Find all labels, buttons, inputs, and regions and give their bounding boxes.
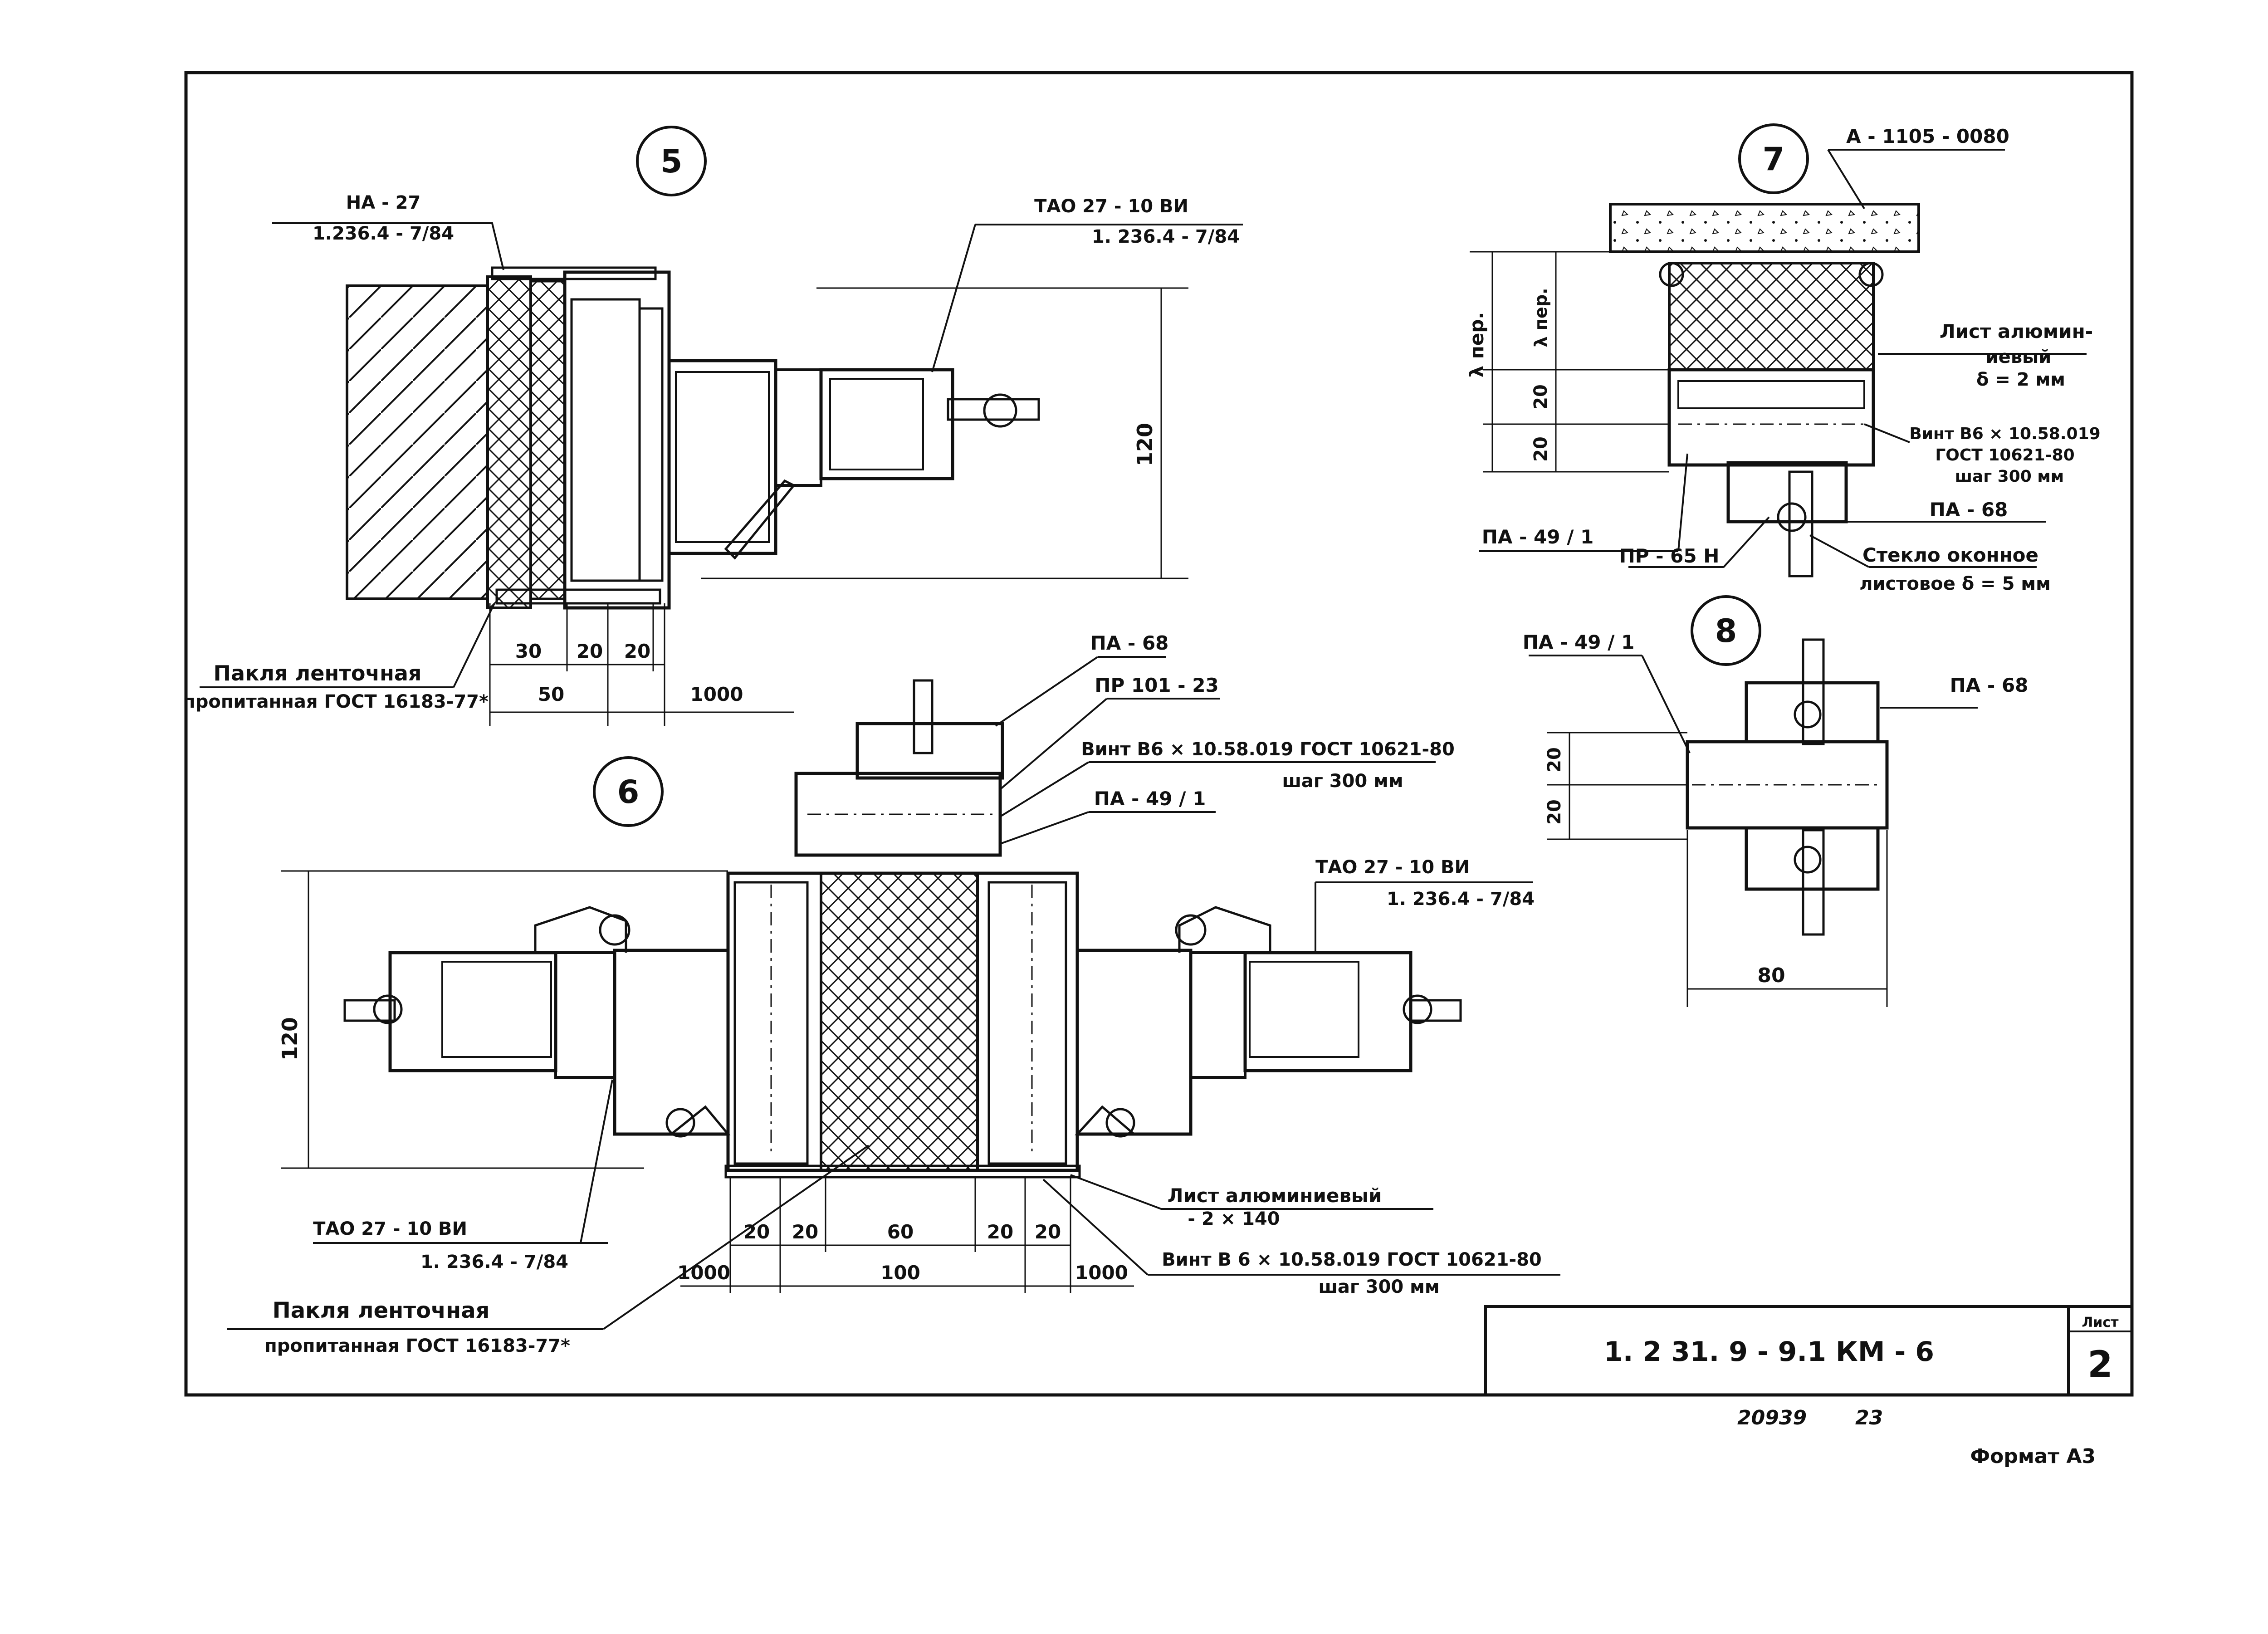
label-pakla-6-1: Пакля ленточная (273, 1298, 490, 1323)
dim-5-20a: 20 (577, 640, 603, 662)
insulation-strip (486, 275, 532, 609)
dim-7-lper-1: λ пер. (1466, 312, 1488, 378)
dim-6-20a: 20 (743, 1221, 770, 1243)
svg-text:6: 6 (617, 773, 640, 811)
dim-8-20b: 20 (1544, 799, 1565, 825)
label-tao-6l-ref: 1. 236.4 - 7/84 (420, 1252, 568, 1272)
label-vint-6b: Винт В 6 × 10.58.019 ГОСТ 10621-80 (1162, 1249, 1542, 1270)
cap-pa68-7 (1726, 461, 1848, 523)
dim-6-20d: 20 (1035, 1221, 1061, 1243)
label-list-7-1: Лист алюмин- (1940, 320, 2093, 342)
label-list-7-2: иевый (1986, 347, 2052, 367)
label-vint-7-1: Винт В6 × 10.58.019 (1909, 425, 2100, 443)
dim-7-20a: 20 (1530, 384, 1551, 410)
concrete-slab (1609, 203, 1920, 253)
detail-6: 6 (227, 632, 1560, 1356)
dim-6-1000a: 1000 (677, 1262, 730, 1284)
sheet-label: Лист (2082, 1315, 2119, 1331)
label-na27-ref: 1.236.4 - 7/84 (313, 223, 454, 244)
glass-pane (947, 398, 1040, 421)
dim-5-20b: 20 (624, 640, 650, 662)
detail-5: 5 НА - 27 1.236.4 - 7/84 ТАО 27 - 10 ВИ … (183, 126, 1243, 726)
insulation-7 (1668, 262, 1875, 371)
label-na27: НА - 27 (346, 192, 421, 213)
page-number: 23 (1855, 1406, 1883, 1429)
dim-6-20c: 20 (987, 1221, 1013, 1243)
label-vint-6b-step: шаг 300 мм (1318, 1277, 1439, 1297)
cap-top-8 (1745, 681, 1880, 744)
svg-text:7: 7 (1763, 141, 1785, 178)
label-a1105: А - 1105 - 0080 (1846, 125, 2009, 147)
dim-5-1000: 1000 (690, 683, 743, 705)
glazing-profile (819, 368, 954, 480)
sheet-frame (184, 71, 2134, 1397)
dim-7-20b: 20 (1530, 436, 1551, 462)
svg-text:8: 8 (1715, 612, 1737, 650)
label-vint-6a: Винт В6 × 10.58.019 ГОСТ 10621-80 (1081, 739, 1455, 760)
dim-6-20b: 20 (792, 1221, 818, 1243)
label-pr65: ПР - 65 Н (1619, 545, 1720, 567)
label-steklo-1: Стекло оконное (1862, 544, 2038, 566)
dim-6-60: 60 (887, 1221, 914, 1243)
aluminium-sheet (724, 1164, 1081, 1179)
dim-7-lper-2: λ пер. (1531, 288, 1551, 347)
label-tao-6r-ref: 1. 236.4 - 7/84 (1387, 889, 1535, 910)
dim-5-120: 120 (1133, 423, 1157, 466)
label-list-6: Лист алюминиевый (1168, 1184, 1382, 1207)
mullion-insulation (820, 872, 979, 1172)
frame-profile (563, 270, 671, 610)
label-tao: ТАО 27 - 10 ВИ (1034, 196, 1188, 217)
label-steklo-2: листовое δ = 5 мм (1859, 573, 2051, 594)
drawing-code: 1. 2 31. 9 - 9.1 КМ - 6 (1604, 1336, 1934, 1368)
label-tao-6l: ТАО 27 - 10 ВИ (313, 1218, 467, 1239)
detail-6-marker (593, 756, 664, 827)
detail-8: 8 ПА - 49 / 1 ПА - 68 20 20 80 (1523, 595, 2028, 1007)
sash-profile (667, 359, 777, 555)
label-pa49-8: ПА - 49 / 1 (1523, 631, 1635, 653)
dim-6-120: 120 (278, 1017, 302, 1061)
label-pa49-6: ПА - 49 / 1 (1094, 788, 1206, 810)
label-list-7-3: δ = 2 мм (1976, 369, 2065, 390)
title-block: 1. 2 31. 9 - 9.1 КМ - 6 Лист 2 20939 23 … (1604, 1315, 2119, 1468)
detail-5-marker (636, 126, 707, 196)
dim-8-80: 80 (1757, 964, 1785, 987)
detail-7-marker (1738, 123, 1809, 194)
dim-8-20a: 20 (1544, 747, 1565, 773)
dim-5-50: 50 (538, 683, 564, 705)
label-vint-7-2: ГОСТ 10621-80 (1935, 446, 2074, 465)
label-tao-ref: 1. 236.4 - 7/84 (1092, 226, 1240, 247)
wall-section (346, 284, 489, 600)
left-glazing-profile (388, 951, 557, 1072)
label-pakla-1: Пакля ленточная (214, 661, 422, 685)
glass-7 (1788, 470, 1813, 577)
svg-text:5: 5 (660, 143, 683, 180)
label-tao-6r: ТАО 27 - 10 ВИ (1315, 857, 1470, 878)
label-pr101: ПР 101 - 23 (1095, 674, 1218, 696)
detail-7: 7 А - 1105 - 0080 Лист алюмин- иевый δ =… (1466, 123, 2101, 594)
label-pakla-6-2: пропитанная ГОСТ 16183-77* (264, 1336, 570, 1356)
dim-6-100: 100 (880, 1262, 920, 1284)
label-pa49-7: ПА - 49 / 1 (1482, 526, 1594, 548)
label-vint-7-3: шаг 300 мм (1955, 467, 2064, 486)
label-pa68-8: ПА - 68 (1950, 674, 2028, 696)
label-pa68-6: ПА - 68 (1090, 632, 1169, 654)
dim-5-30: 30 (515, 640, 542, 662)
detail-8-marker (1691, 595, 1761, 666)
right-glazing-profile (1243, 951, 1413, 1072)
transom-7 (1667, 368, 1875, 467)
label-pa68-7: ПА - 68 (1930, 499, 2008, 521)
dim-6-1000b: 1000 (1075, 1262, 1128, 1284)
label-list-6-dim: - 2 × 140 (1188, 1208, 1280, 1229)
label-vint-6a-step: шаг 300 мм (1282, 771, 1403, 792)
inventory-number: 20939 (1737, 1406, 1807, 1429)
sheet-number: 2 (2087, 1343, 2113, 1385)
cap-bottom-8 (1745, 826, 1880, 891)
format-label: Формат А3 (1970, 1445, 2096, 1468)
label-pakla-2: пропитанная ГОСТ 16183-77* (183, 691, 489, 712)
